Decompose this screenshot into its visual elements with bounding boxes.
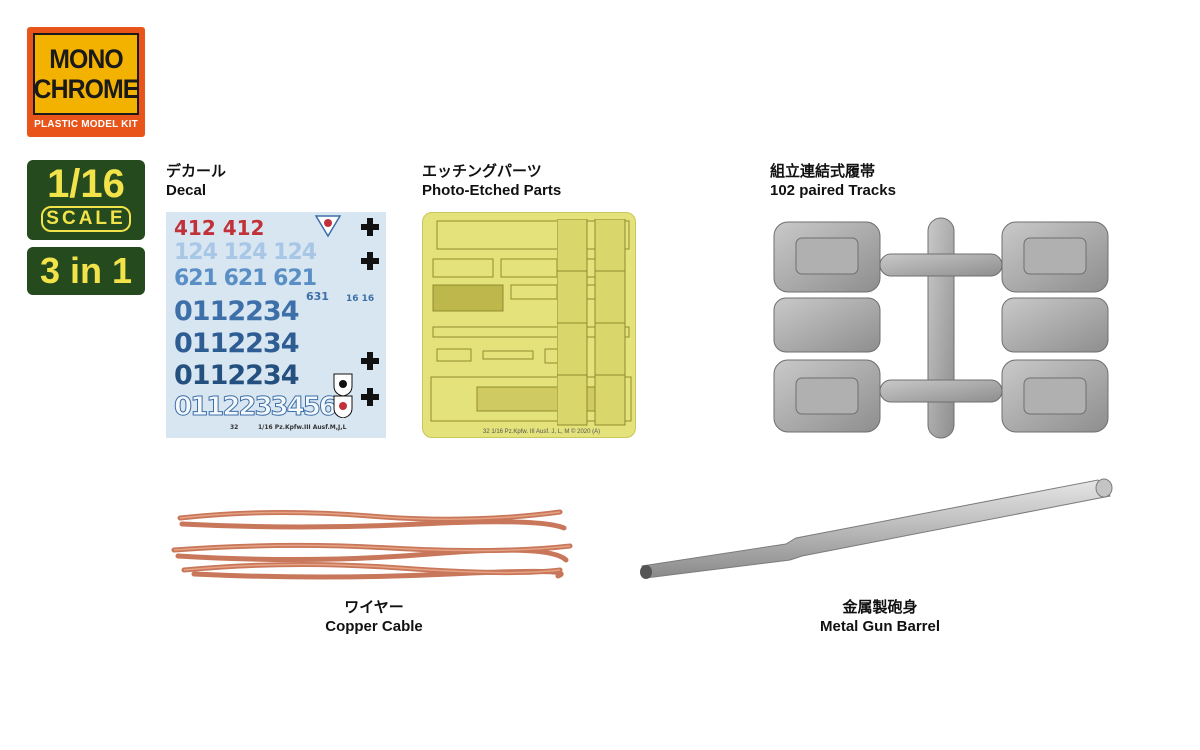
decal-row-621: 621 621 621 — [174, 266, 317, 291]
decal-row-numbers-2: 0112234 — [174, 328, 300, 359]
logo-line-1: MONO — [49, 44, 124, 74]
balkenkreuz-column — [361, 218, 379, 406]
decal-631: 631 — [306, 290, 329, 303]
unit-emblem-icon — [314, 215, 342, 238]
cable-label-jp: ワイヤー — [344, 599, 404, 616]
photo-etched-label-en: Photo-Etched Parts — [422, 182, 562, 199]
scale-badge: 1/16 SCALE — [27, 160, 145, 240]
logo-wordmark: MONO CHROME — [33, 33, 139, 115]
tracks-label: 組立連結式履帯 102 paired Tracks — [770, 162, 896, 200]
decal-label-en: Decal — [166, 182, 207, 199]
pe-caption: 32 1/16 Pz.Kpfw. III Ausf. J, L, M © 202… — [483, 428, 600, 435]
decal-label: デカール Decal — [166, 162, 226, 200]
decal-16: 16 16 — [346, 294, 375, 304]
pe-spacer — [649, 221, 650, 222]
monochrome-logo: MONO CHROME PLASTIC MODEL KIT — [27, 27, 145, 137]
logo-line-2: CHROME — [33, 74, 140, 104]
photo-etched-fret: 32 1/16 Pz.Kpfw. III Ausf. J, L, M © 202… — [422, 212, 652, 438]
decal-row-412: 412 412 — [174, 216, 265, 240]
photo-etched-label-jp: エッチングパーツ — [422, 163, 542, 180]
decal-label-jp: デカール — [166, 163, 227, 180]
three-in-one-badge: 3 in 1 — [27, 247, 145, 295]
barrel-label-en: Metal Gun Barrel — [819, 618, 941, 635]
barrel-label: 金属製砲身 Metal Gun Barrel — [780, 598, 980, 636]
pe-mesh-panels — [557, 219, 626, 426]
decal-row-numbers-1: 0112234 — [174, 296, 300, 327]
barrel-label-jp: 金属製砲身 — [842, 599, 918, 616]
track-links — [773, 217, 1109, 439]
balkenkreuz-icon — [361, 218, 379, 406]
decal-sheet: 412 412 124 124 124 621 621 621 0112234 … — [166, 212, 386, 438]
scale-number: 1/16 — [47, 162, 125, 206]
decal-caption: 1/16 Pz.Kpfw.III Ausf.M,J,L — [258, 424, 347, 431]
tracks-label-en: 102 paired Tracks — [770, 182, 896, 199]
cable-label: ワイヤー Copper Cable — [274, 598, 474, 636]
decal-sheet-number: 32 — [230, 424, 239, 431]
metal-gun-barrel — [640, 478, 1113, 579]
cable-label-en: Copper Cable — [325, 618, 423, 635]
decal-row-124: 124 124 124 — [174, 240, 317, 265]
eagle-shield-icon — [333, 373, 353, 418]
tracks-label-jp: 組立連結式履帯 — [770, 163, 876, 180]
logo-tagline: PLASTIC MODEL KIT — [34, 119, 138, 130]
decal-row-numbers-white: 0112233456 — [174, 392, 338, 423]
decal-row-numbers-3: 0112234 — [174, 360, 300, 391]
photo-etched-label: エッチングパーツ Photo-Etched Parts — [422, 162, 561, 200]
copper-cable — [171, 509, 573, 580]
scale-word: SCALE — [41, 206, 131, 232]
